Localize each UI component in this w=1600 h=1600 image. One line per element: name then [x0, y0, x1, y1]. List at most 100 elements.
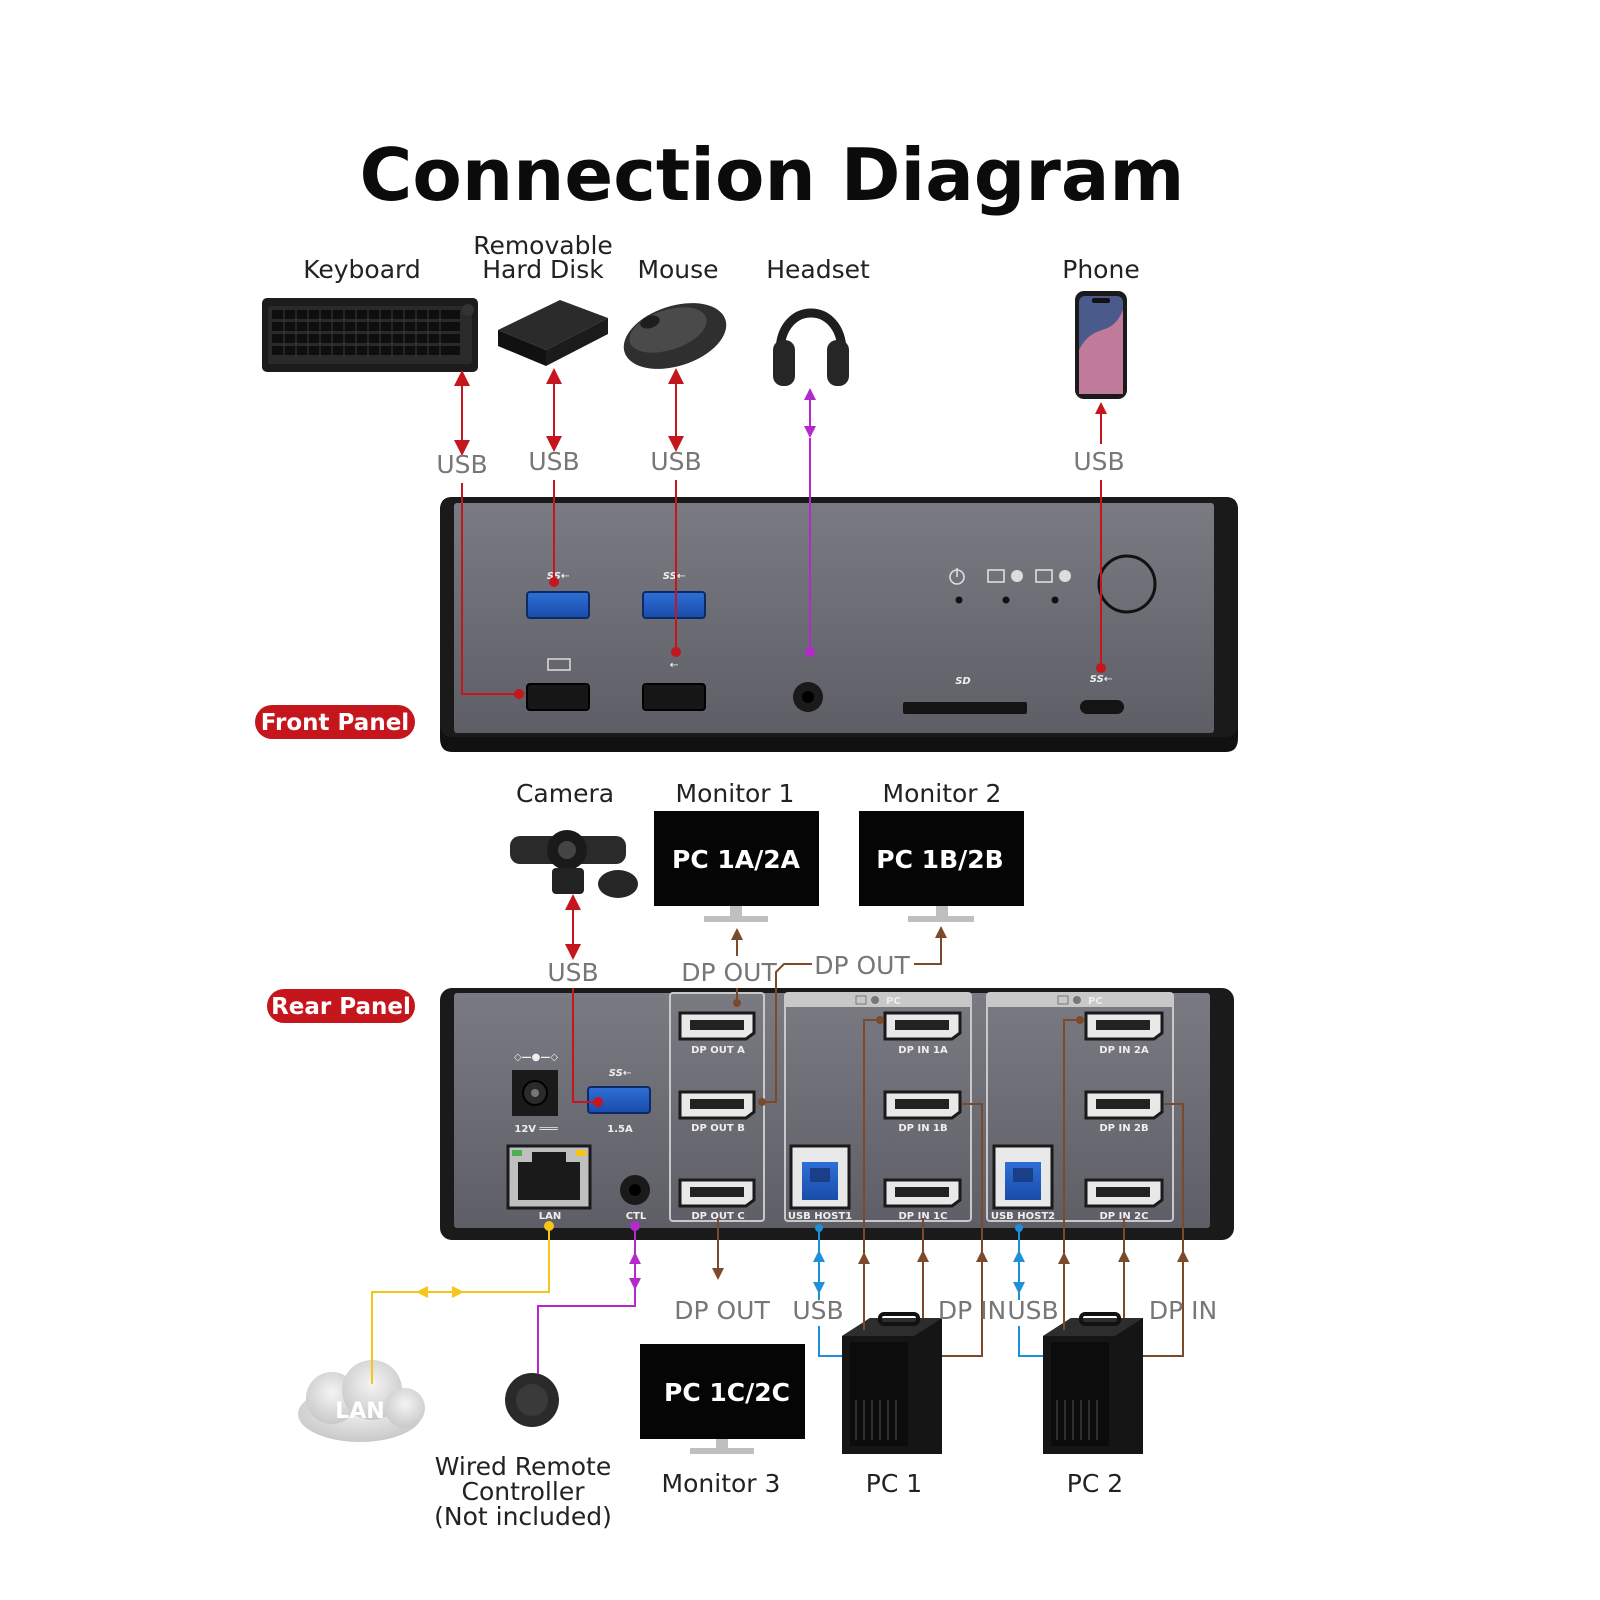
hard-disk-usb-connection: USB	[528, 368, 580, 587]
pc-2-usb-connection-label: USB	[1007, 1296, 1058, 1325]
hard-disk-label-line1: Removable	[473, 231, 613, 260]
dp-in-2b-label: DP IN 2B	[1099, 1123, 1148, 1134]
mouse-icon	[623, 303, 727, 369]
pc-1-dp-connection: DP IN	[858, 1016, 1006, 1357]
monitor-1-connection-label: DP OUT	[681, 958, 777, 987]
headset-audio-connection	[804, 388, 816, 657]
monitor-3-screen-label: PC 1C/2C	[664, 1378, 790, 1407]
monitor-1-screen-label: PC 1A/2A	[672, 845, 801, 874]
cloud-icon	[298, 1360, 425, 1442]
monitor-2: Monitor 2 PC 1B/2B	[859, 779, 1024, 922]
lan-port: LAN	[506, 1144, 592, 1222]
monitor-3-screen	[640, 1344, 805, 1439]
front-panel: SS⇠ SS⇠ ⇠ SD SS	[440, 497, 1238, 752]
wired-remote-controller: Wired Remote Controller (Not included)	[434, 1373, 612, 1531]
headset-label: Headset	[766, 255, 870, 284]
pc-2-dp-connection-label: DP IN	[1149, 1296, 1217, 1325]
monitor-2-screen-label: PC 1B/2B	[876, 845, 1003, 874]
rear-panel-badge: Rear Panel	[267, 989, 415, 1023]
mouse-label: Mouse	[637, 255, 718, 284]
monitor-2-connection-label: DP OUT	[814, 951, 910, 980]
front-panel-badge-label: Front Panel	[261, 710, 409, 736]
mouse: Mouse	[623, 255, 727, 369]
monitor-1-dp-connection: DP OUT	[681, 928, 777, 1007]
power-led-icon	[949, 568, 965, 604]
hard-disk-icon	[498, 300, 608, 366]
dp-in-2c-port: DP IN 2C	[1084, 1178, 1164, 1222]
front-usb3-port-2	[642, 591, 706, 619]
monitor-3-connection-label: DP OUT	[674, 1296, 770, 1325]
dp-in-1c-label: DP IN 1C	[899, 1211, 948, 1222]
pc-1-usb-connection: USB	[792, 1224, 844, 1357]
dp-in-1c-port: DP IN 1C	[883, 1178, 962, 1222]
dp-in-1b-label: DP IN 1B	[898, 1123, 947, 1134]
keyboard-usb-connection: USB	[436, 370, 524, 699]
svg-text:SS⇠: SS⇠	[1090, 674, 1113, 685]
keyboard-connection-label: USB	[436, 450, 487, 479]
camera-icon	[510, 830, 638, 898]
keyboard-port-icon	[547, 658, 571, 671]
mouse-usb-connection: USB	[650, 368, 702, 657]
pc2-led-icon	[1035, 569, 1071, 604]
front-usb3-port-1	[526, 591, 590, 619]
headset-icon	[773, 308, 849, 386]
pc-2-dp-connection: DP IN	[1058, 1016, 1217, 1357]
keyboard-port	[526, 683, 590, 711]
front-panel-badge: Front Panel	[255, 705, 415, 739]
svg-text:◇—●—◇: ◇—●—◇	[514, 1052, 558, 1063]
monitor-2-screen	[859, 811, 1024, 906]
ctl-port-label: CTL	[626, 1211, 647, 1222]
rear-usb-current-label: 1.5A	[607, 1124, 633, 1135]
sd-card-slot	[903, 702, 1027, 714]
pc-2: PC 2	[1043, 1312, 1143, 1498]
dp-in-2c-label: DP IN 2C	[1100, 1211, 1149, 1222]
dc-port-label: 12V ═══	[514, 1124, 558, 1135]
svg-text:SS⇠: SS⇠	[547, 571, 570, 582]
pc-1-usb-connection-label: USB	[792, 1296, 843, 1325]
dp-in-2a-label: DP IN 2A	[1099, 1045, 1149, 1056]
monitor-2-dp-connection: DP OUT	[758, 926, 947, 1106]
pc1-group-tag: PC	[886, 996, 901, 1007]
svg-text:SD: SD	[955, 676, 971, 687]
pc-2-usb-connection: USB	[1007, 1224, 1059, 1357]
pc1-led-icon	[987, 569, 1023, 604]
monitor-1-screen	[654, 811, 819, 906]
dp-out-c-port: DP OUT C	[678, 1178, 756, 1222]
pc-1-dp-connection-label: DP IN	[938, 1296, 1006, 1325]
ctl-jack: CTL	[620, 1175, 650, 1222]
lan-connection	[371, 1221, 554, 1384]
camera-usb-connection: USB	[547, 894, 603, 1107]
ctl-connection	[537, 1221, 641, 1374]
dp-out-a-label: DP OUT A	[691, 1045, 745, 1056]
switch-button[interactable]	[1097, 554, 1157, 614]
mouse-connection-label: USB	[650, 447, 701, 476]
dp-out-b-label: DP OUT B	[691, 1123, 745, 1134]
remote-label-line2: Controller	[462, 1477, 586, 1506]
dp-out-a-port: DP OUT A	[678, 1011, 756, 1056]
monitor-1-label: Monitor 1	[676, 779, 795, 808]
pc2-group-icon: PC	[1057, 995, 1103, 1007]
dp-out-b-port: DP OUT B	[678, 1090, 756, 1134]
monitor-2-label: Monitor 2	[883, 779, 1002, 808]
svg-text:⇠: ⇠	[670, 660, 679, 671]
dp-in-1a-port: DP IN 1A	[883, 1011, 962, 1056]
usb-host2-label: USB HOST2	[991, 1211, 1055, 1222]
rear-panel-badge-label: Rear Panel	[271, 994, 411, 1020]
usb-host1-port: USB HOST1	[788, 1144, 852, 1222]
dc-power-jack: ◇—●—◇ 12V ═══	[512, 1052, 559, 1135]
front-usb-c-port	[1080, 700, 1124, 714]
usb-host2-port: USB HOST2	[991, 1144, 1055, 1222]
dp-in-1a-label: DP IN 1A	[898, 1045, 948, 1056]
pc-1: PC 1	[842, 1312, 942, 1498]
monitor-1: Monitor 1 PC 1A/2A	[654, 779, 819, 922]
dp-in-2a-port: DP IN 2A	[1084, 1011, 1164, 1056]
remote-label-line1: Wired Remote	[435, 1452, 612, 1481]
monitor-3-label: Monitor 3	[662, 1469, 781, 1498]
rear-panel: ◇—●—◇ 12V ═══ SS⇠ 1.5A LAN CTL	[440, 988, 1234, 1240]
page-title: Connection Diagram	[360, 133, 1185, 217]
camera-label: Camera	[516, 779, 614, 808]
dp-out-c-label: DP OUT C	[691, 1211, 744, 1222]
rear-usb3-port: SS⇠ 1.5A	[587, 1068, 651, 1135]
keyboard-label: Keyboard	[303, 255, 421, 284]
